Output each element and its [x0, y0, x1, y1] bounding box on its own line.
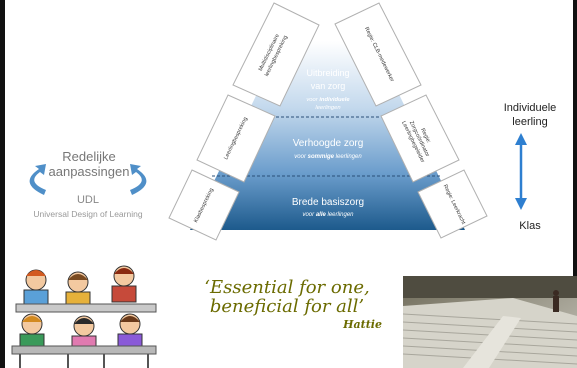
child-4-shirt [19, 333, 45, 347]
tier-middle-sub-em: sommige [308, 154, 335, 160]
cycle-arrow-right [130, 164, 147, 195]
child-6-shirt [117, 333, 143, 347]
tier-middle-sub: voor sommige leerlingen [294, 154, 362, 160]
ra-title-line-1: Redelijke [62, 149, 116, 164]
child-5-hair [74, 318, 94, 324]
right-band-2 [380, 94, 460, 183]
tier-bottom-title: Brede basiszorg [292, 197, 364, 208]
tier-middle-sub-pre: voor [294, 154, 307, 160]
udl-label: UDL [76, 194, 99, 206]
photo-person-head [553, 290, 559, 296]
step-1 [403, 313, 577, 325]
tier-top-sub-pre: voor [306, 97, 318, 103]
left-band-3 [168, 169, 240, 241]
child-3-hair [114, 268, 134, 274]
tier-bottom-sub-post: leerlingen [328, 212, 355, 218]
child-3-shirt [111, 285, 137, 303]
tier-top-title-1: Uitbreiding [306, 68, 349, 78]
right-band-group: Regie: CLB-medewerker Regie:Zorgcoördina… [334, 2, 488, 239]
stairs-ramp-photo [403, 276, 577, 368]
child-4-hair [22, 316, 42, 322]
tier-bottom-sub: voor alle leerlingen [302, 212, 354, 218]
quote-line-2: beneficial for all’ [209, 296, 365, 317]
left-edge-bar [0, 0, 5, 368]
udl-full-label: Universal Design of Learning [33, 209, 143, 219]
child-1-hair [26, 270, 46, 276]
ind-line-1: Individuele [503, 102, 557, 114]
klas-label: Klas [519, 220, 541, 232]
photo-person [553, 296, 559, 312]
left-band-group: Multidisciplinaireleerlingbespreking Lee… [168, 2, 320, 241]
desk-back [15, 303, 157, 313]
left-band-1 [232, 2, 320, 107]
tier-top-sub-2: leerlingen [315, 105, 340, 111]
quote-line-1: ‘Essential for one, [204, 277, 370, 298]
double-arrow-down [515, 198, 527, 210]
quote-author: Hattie [343, 318, 382, 331]
tier-top-title-2: van zorg [311, 81, 346, 91]
tier-middle-title: Verhoogde zorg [293, 138, 364, 149]
desk-front [11, 345, 157, 355]
individuele-leerling-label: Individuele leerling [488, 101, 572, 129]
kids-back-row [15, 265, 157, 313]
kids-front-row [11, 313, 157, 368]
tier-top-sub-em: individuele [319, 97, 350, 103]
pyramid-shape [190, 41, 465, 230]
hattie-quote: ‘Essential for one, beneficial for all’ [182, 278, 392, 316]
redelijke-aanpassingen-title: Redelijke aanpassingen [34, 149, 144, 179]
tier-middle-sub-post: leerlingen [336, 154, 363, 160]
left-band-2 [196, 94, 276, 183]
right-band-1 [334, 2, 422, 107]
tier-top-sub-1: voor individuele [306, 97, 350, 103]
double-arrow-up [515, 133, 527, 145]
cycle-arrows-icon [29, 164, 147, 195]
child-6-hair [120, 316, 140, 322]
step-2 [403, 321, 577, 333]
right-band-3 [417, 169, 488, 239]
right-edge-bar [573, 0, 577, 368]
child-2-hair [68, 274, 88, 280]
photo-ramp [463, 316, 521, 368]
tier-bottom-sub-pre: voor [302, 212, 315, 218]
tier-bottom-sub-em: alle [316, 212, 327, 218]
photo-wall [403, 276, 577, 298]
ind-line-2: leerling [512, 116, 548, 128]
cycle-arrow-left [29, 164, 46, 195]
ra-title-line-2: aanpassingen [48, 164, 130, 179]
double-arrow-icon [515, 133, 527, 210]
classroom-children-image [8, 262, 160, 368]
